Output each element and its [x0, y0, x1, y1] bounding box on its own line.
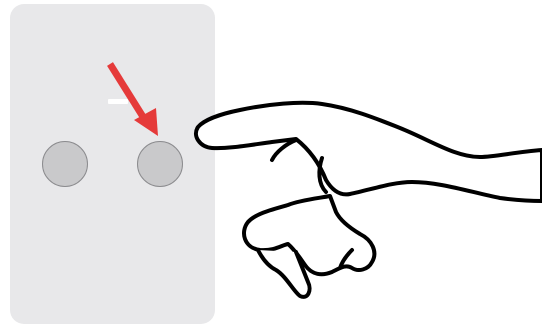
indicator-light: [108, 99, 128, 104]
right-button[interactable]: [137, 141, 183, 187]
device-panel: [10, 4, 215, 324]
pointing-hand-icon: [196, 103, 542, 297]
left-button[interactable]: [42, 141, 88, 187]
